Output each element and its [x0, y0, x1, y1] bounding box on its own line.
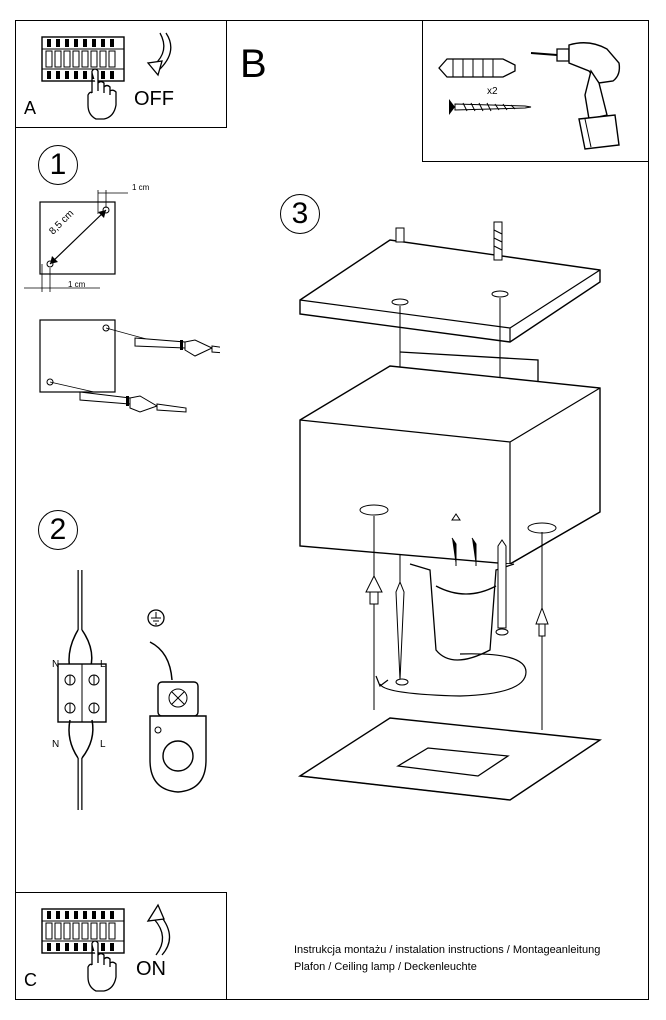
lamp-assembly-diagram: [297, 221, 603, 801]
neutral-bottom-label: N: [52, 739, 60, 750]
step-3-marker: 3: [280, 194, 320, 234]
panel-c-power-on: C ON: [15, 892, 227, 1000]
caption-line-1: Instrukcja montażu / instalation instruc…: [294, 944, 601, 956]
hand-icon: [87, 68, 117, 120]
panel-a-power-off: A OFF: [15, 20, 227, 128]
hand-icon: [87, 940, 117, 992]
step-1-marker: 1: [38, 145, 78, 185]
fuse-box-icon: [41, 36, 125, 82]
caption-line-2: Plafon / Ceiling lamp / Deckenleuchte: [294, 961, 477, 973]
offset-top-label: 1 cm: [132, 183, 150, 192]
wiring-diagram: [57, 570, 207, 810]
arrow-down-icon: [146, 32, 172, 77]
drill-template-diagram: [24, 190, 220, 413]
live-top-label: L: [100, 659, 106, 670]
panel-b-tools: x2: [422, 20, 649, 162]
neutral-top-label: N: [52, 659, 60, 670]
instruction-sheet-frame: [15, 20, 649, 1000]
offset-bottom-label: 1 cm: [68, 280, 86, 289]
live-bottom-label: L: [100, 739, 106, 750]
panel-c-letter: C: [24, 970, 37, 990]
screw-count-label: x2: [487, 86, 498, 97]
drill-icon: [530, 42, 621, 150]
off-label: OFF: [134, 88, 174, 110]
step-2-marker: 2: [38, 510, 78, 550]
arrow-up-icon: [146, 903, 171, 956]
wall-plug-icon: [438, 58, 516, 78]
panel-a-letter: A: [24, 98, 37, 118]
fuse-box-icon: [41, 908, 125, 954]
panel-b-letter: B: [240, 42, 267, 86]
on-label: ON: [136, 958, 166, 980]
screw-icon: [449, 99, 532, 115]
